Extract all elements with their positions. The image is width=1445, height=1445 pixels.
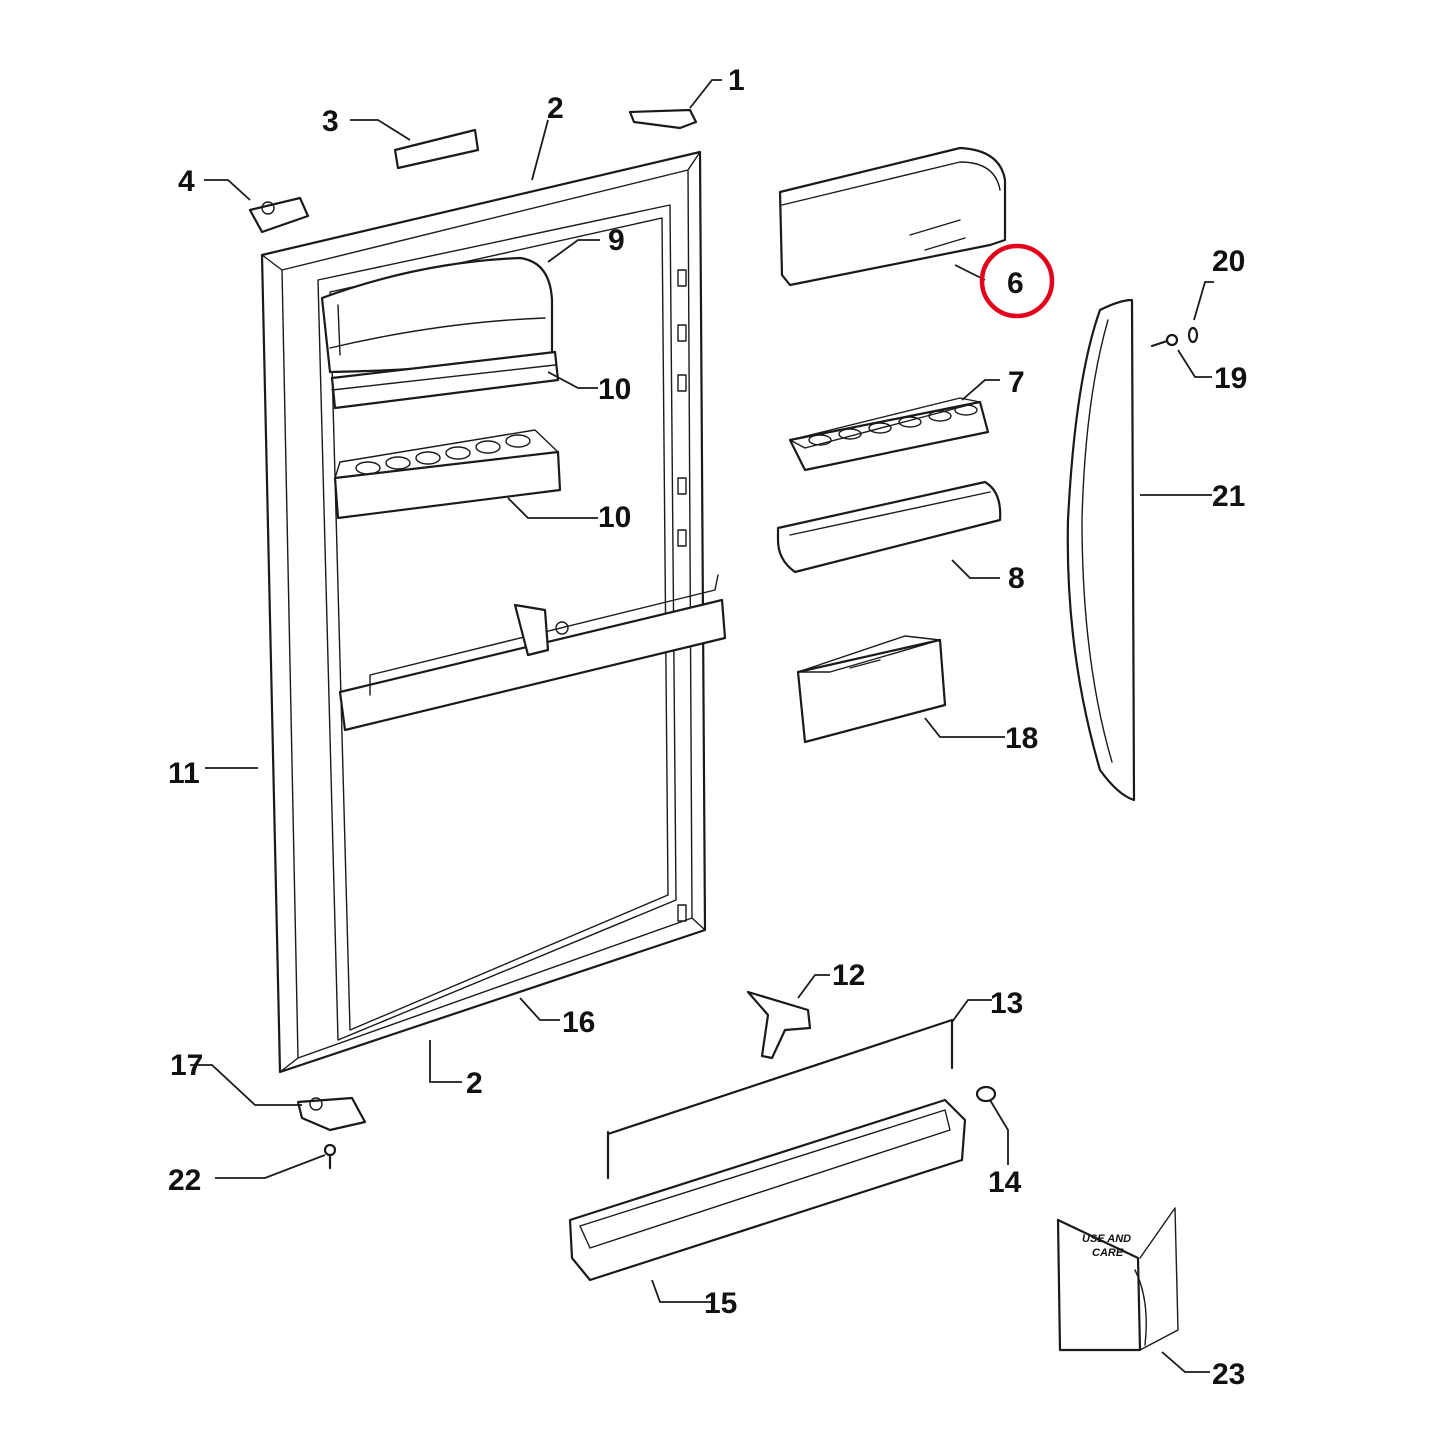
rail-plug bbox=[975, 1085, 997, 1103]
highlight-circle bbox=[979, 243, 1055, 319]
callout-4: 4 bbox=[178, 165, 195, 198]
handle-screw bbox=[1150, 333, 1179, 348]
door-shelf-upper bbox=[330, 350, 560, 410]
hinge-cap bbox=[628, 108, 698, 130]
callout-19: 19 bbox=[1214, 362, 1247, 395]
callout-16: 16 bbox=[562, 1006, 595, 1039]
door-handle bbox=[1066, 298, 1136, 802]
handle-washer bbox=[1187, 326, 1199, 344]
callout-1: 1 bbox=[728, 64, 745, 97]
lower-door-shelf bbox=[568, 1098, 967, 1282]
hinge-screw bbox=[323, 1143, 337, 1170]
door-label bbox=[393, 128, 480, 170]
callout-14: 14 bbox=[988, 1166, 1022, 1199]
top-hinge bbox=[248, 196, 310, 234]
callout-6: 6 bbox=[1007, 267, 1024, 300]
manual-title-line1: USE AND bbox=[1082, 1233, 1131, 1245]
bottom-hinge bbox=[296, 1096, 367, 1132]
leader-lines bbox=[190, 79, 1214, 1373]
door-large-shelf bbox=[338, 574, 727, 732]
shelf-bracket bbox=[746, 990, 812, 1060]
callout-labels: 1 2 3 4 9 10 10 11 16 2 17 22 12 13 14 1… bbox=[168, 64, 1247, 1391]
callout-11: 11 bbox=[168, 757, 200, 790]
callout-3: 3 bbox=[322, 105, 339, 138]
callout-21: 21 bbox=[1212, 480, 1245, 513]
callout-10-upper: 10 bbox=[598, 373, 631, 406]
shelf-rail bbox=[606, 1018, 954, 1180]
door-shelf-small bbox=[776, 480, 1002, 574]
door-egg-shelf bbox=[333, 429, 562, 520]
use-and-care-manual: USE AND CARE bbox=[1056, 1207, 1179, 1352]
callout-23: 23 bbox=[1212, 1358, 1245, 1391]
callout-18: 18 bbox=[1005, 722, 1038, 755]
callout-8: 8 bbox=[1008, 562, 1025, 595]
callout-10-lower: 10 bbox=[598, 501, 631, 534]
deep-door-bin bbox=[796, 635, 947, 744]
egg-tray bbox=[788, 397, 990, 472]
callout-12: 12 bbox=[832, 959, 865, 992]
callout-15: 15 bbox=[704, 1287, 737, 1320]
dairy-compartment bbox=[778, 146, 1007, 287]
callout-13: 13 bbox=[990, 987, 1023, 1020]
callout-22: 22 bbox=[168, 1164, 201, 1197]
callout-20: 20 bbox=[1212, 245, 1245, 278]
callout-2-bottom: 2 bbox=[466, 1067, 483, 1100]
manual-title-line2: CARE bbox=[1092, 1247, 1124, 1259]
callout-17: 17 bbox=[170, 1049, 203, 1082]
callout-7: 7 bbox=[1008, 366, 1025, 399]
callout-9: 9 bbox=[608, 224, 625, 257]
callout-2-top: 2 bbox=[547, 92, 564, 125]
